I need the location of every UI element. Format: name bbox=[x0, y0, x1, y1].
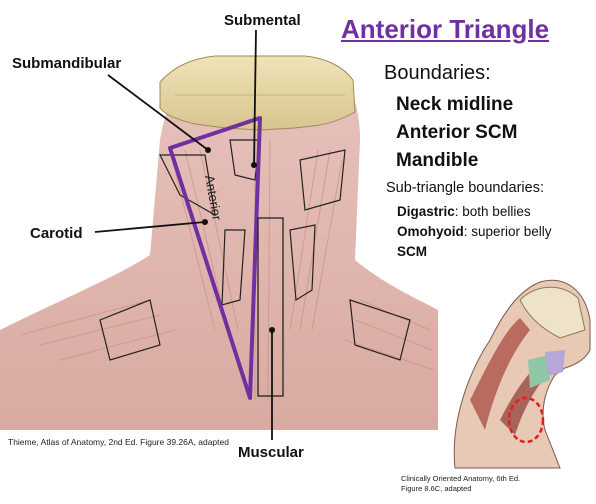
muscular-label: Muscular bbox=[238, 444, 304, 461]
inset-figure-credit: Clinically Oriented Anatomy, 6th Ed. Fig… bbox=[401, 474, 521, 493]
boundaries-heading: Boundaries: bbox=[384, 62, 491, 84]
subtriangle-item: Digastric: both bellies bbox=[397, 204, 531, 219]
submandibular-label: Submandibular bbox=[12, 55, 122, 72]
submental-label: Submental bbox=[224, 12, 301, 29]
inset-illustration bbox=[438, 272, 596, 469]
boundary-item: Neck midline bbox=[396, 94, 514, 115]
submandibular-leader bbox=[107, 74, 209, 151]
anterior-triangle-outline bbox=[168, 116, 262, 400]
boundary-item: Anterior SCM bbox=[396, 122, 518, 143]
page-title: Anterior Triangle bbox=[341, 14, 550, 44]
carotid-label: Carotid bbox=[30, 225, 83, 242]
subtriangle-item: SCM bbox=[397, 244, 427, 259]
boundary-item: Mandible bbox=[396, 150, 479, 171]
carotid-leader bbox=[94, 221, 206, 233]
boundaries-list: Neck midline Anterior SCM Mandible bbox=[396, 92, 517, 176]
main-figure-credit: Thieme, Atlas of Anatomy, 2nd Ed. Figure… bbox=[8, 437, 229, 447]
submental-leader bbox=[253, 29, 257, 166]
muscular-triangle-box bbox=[257, 217, 284, 397]
subtriangle-item: Omohyoid: superior belly bbox=[397, 224, 552, 239]
subtriangle-heading: Sub-triangle boundaries: bbox=[386, 180, 544, 196]
mandible-illustration bbox=[159, 55, 356, 131]
inset-highlight-ellipse bbox=[507, 396, 545, 444]
subtriangle-list: Digastric: both bellies Omohyoid: superi… bbox=[397, 202, 552, 262]
